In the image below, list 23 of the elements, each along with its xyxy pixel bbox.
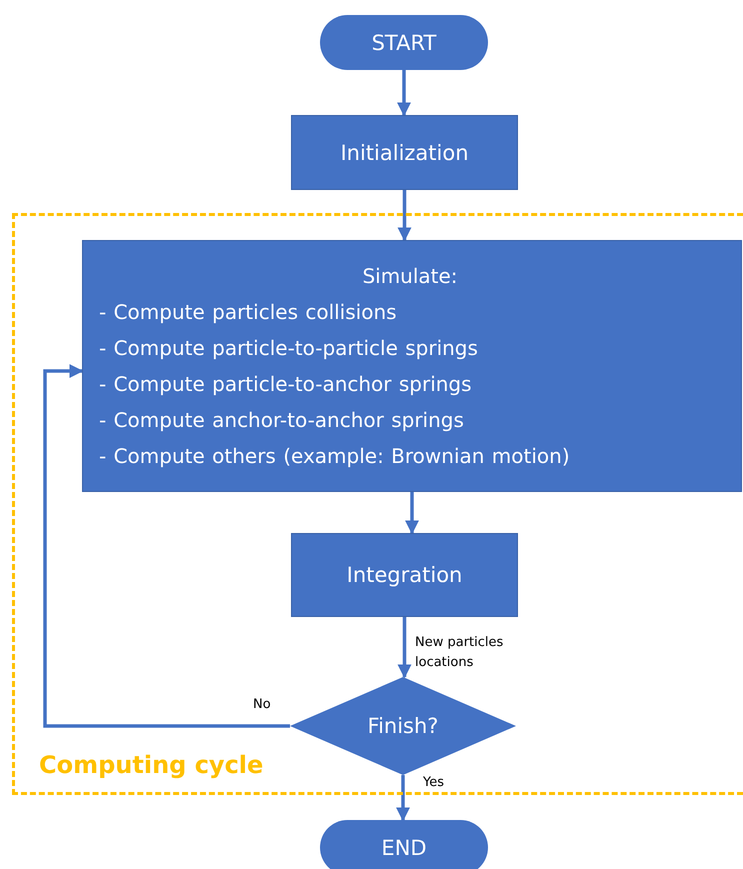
decision-diamond: Finish? [290,677,516,775]
box-heading: Simulate: [361,263,459,290]
process-box [82,240,742,492]
group-label: Computing cycle [39,751,264,779]
edge-label: No [253,696,271,714]
arrow [396,775,410,822]
edge-label: Yes [423,774,444,792]
loop-region [12,213,743,795]
process-box: Initialization [291,115,518,190]
arrow [397,70,411,116]
arrow [43,364,290,728]
edge-label: New particles locations [415,634,504,672]
arrow [405,492,419,534]
list-item: - Compute others (example: Brownian motion) [99,443,571,470]
list-item: - Compute anchor-to-anchor springs [99,407,465,434]
arrow [398,617,412,678]
end-terminal: END [320,820,488,869]
list-item: - Compute particles collisions [99,299,398,326]
list-item: - Compute particle-to-anchor springs [99,371,473,398]
start-terminal: START [320,15,488,70]
list-item: - Compute particle-to-particle springs [99,335,479,362]
arrow [398,190,412,242]
process-box: Integration [291,533,518,617]
